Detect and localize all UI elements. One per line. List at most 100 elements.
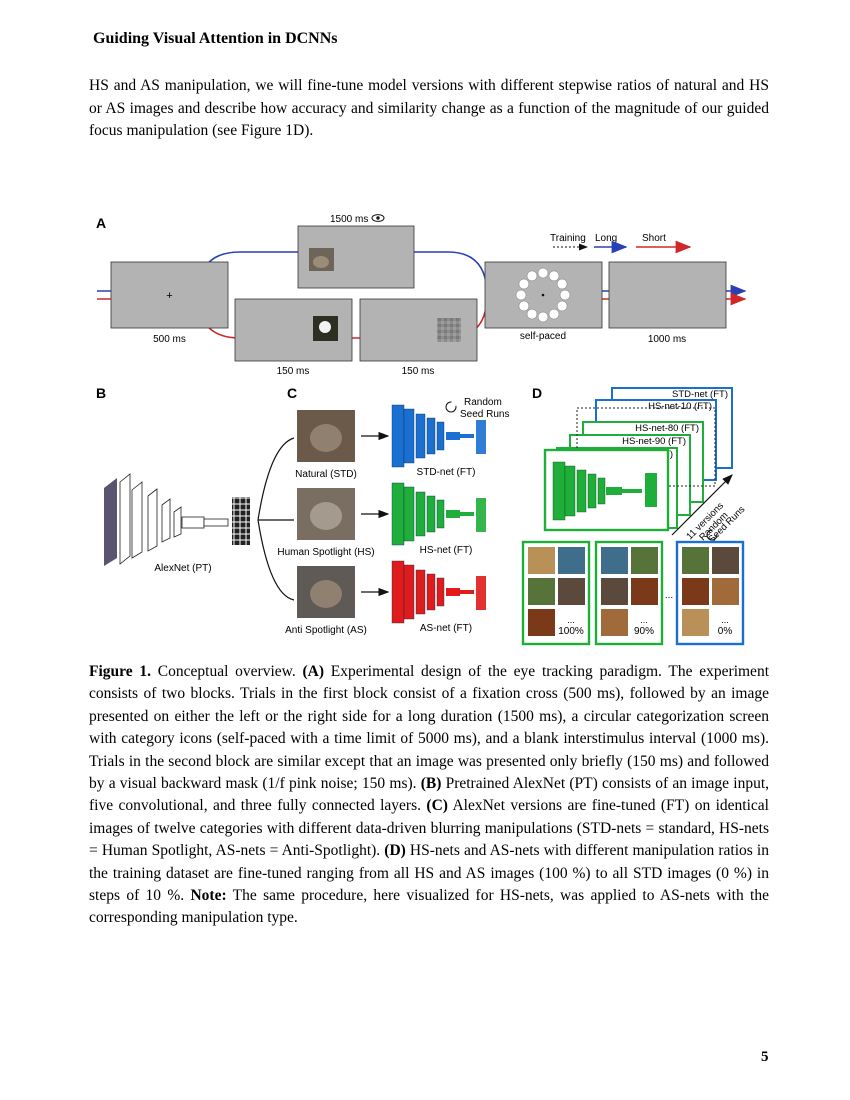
thumbnail-image bbox=[601, 578, 628, 605]
net-fc-layer bbox=[606, 487, 622, 495]
panel-d: D STD-net (FT)HS-net-10 (FT)HS-net-80 (F… bbox=[521, 385, 748, 646]
long-duration-label: 1500 ms bbox=[330, 214, 368, 225]
thumbnail-image bbox=[631, 547, 658, 574]
short-image-duration: 150 ms bbox=[277, 366, 310, 377]
caption-c-tag: (C) bbox=[426, 797, 448, 815]
branch-arrow-bottom bbox=[257, 519, 295, 601]
panel-b: B AlexNet (PT) bbox=[96, 385, 295, 601]
category-icon bbox=[518, 300, 530, 312]
category-icon bbox=[515, 289, 527, 301]
thumbnail-image bbox=[528, 547, 555, 574]
branch-arrow-top bbox=[257, 437, 295, 521]
net-output-grid bbox=[476, 498, 486, 532]
thumbnail-image bbox=[712, 578, 739, 605]
versions-arrow bbox=[671, 474, 733, 536]
group-percent-2: 0% bbox=[718, 626, 733, 637]
net-fc-layer bbox=[460, 590, 474, 594]
panel-d-label: D bbox=[532, 385, 542, 401]
image-label-0: Natural (STD) bbox=[295, 469, 357, 480]
cat-face-icon bbox=[310, 424, 342, 452]
group-ellipsis: ... bbox=[567, 615, 575, 625]
net-label-2: AS-net (FT) bbox=[420, 623, 472, 634]
net-layer bbox=[426, 417, 436, 455]
fixation-screen bbox=[110, 261, 229, 329]
category-icon-ring bbox=[515, 267, 571, 323]
net-layer bbox=[426, 495, 436, 533]
net-layer bbox=[391, 404, 405, 468]
net-label-1: HS-net (FT) bbox=[420, 545, 473, 556]
net-label-0: STD-net (FT) bbox=[417, 467, 476, 478]
net-layer bbox=[415, 413, 426, 459]
group-percent-0: 100% bbox=[558, 626, 584, 637]
group-ellipsis: ... bbox=[721, 615, 729, 625]
category-icon bbox=[556, 278, 568, 290]
thumbnail-image bbox=[712, 547, 739, 574]
alexnet-conv4 bbox=[161, 498, 171, 543]
mask-duration: 150 ms bbox=[402, 366, 435, 377]
stack-label-3: HS-net-90 (FT) bbox=[622, 436, 686, 447]
net-layer bbox=[403, 408, 415, 464]
category-icon bbox=[548, 308, 560, 320]
caption-a-tag: (A) bbox=[302, 663, 325, 680]
noise-mask bbox=[437, 318, 461, 342]
alexnet-fc-layer bbox=[203, 518, 229, 527]
category-icon bbox=[518, 278, 530, 290]
category-icon bbox=[548, 270, 560, 282]
category-icon bbox=[526, 308, 538, 320]
groups-ellipsis: ... bbox=[665, 590, 673, 601]
image-label-1: Human Spotlight (HS) bbox=[277, 547, 374, 558]
flower-icon bbox=[319, 321, 331, 333]
caption-c-text: AlexNet versions are fine-tuned (FT) on … bbox=[89, 797, 769, 860]
random-label: Random bbox=[464, 397, 502, 408]
net-layer bbox=[391, 482, 405, 546]
thumbnail-image bbox=[682, 609, 709, 636]
caption-d-tag: (D) bbox=[384, 842, 406, 860]
center-dot bbox=[541, 293, 545, 297]
net-layer bbox=[436, 577, 445, 607]
panel-c: C Random Seed Runs Natural (STD) STD-net … bbox=[277, 385, 509, 636]
blank-screen bbox=[608, 261, 727, 329]
seed-runs-label: Seed Runs bbox=[460, 409, 509, 420]
net-fc-layer bbox=[446, 588, 460, 596]
alexnet-conv5 bbox=[173, 506, 182, 538]
caption-lead: Figure 1. bbox=[89, 663, 152, 680]
category-icon bbox=[559, 289, 571, 301]
caption-s0: Conceptual overview. bbox=[151, 663, 303, 680]
panel-a: A Training Long Short + 500 ms 1500 ms 1… bbox=[96, 214, 747, 377]
net-layer bbox=[403, 486, 415, 542]
thumbnail-image bbox=[682, 547, 709, 574]
running-title: Guiding Visual Attention in DCNNs bbox=[93, 30, 338, 47]
alexnet-label: AlexNet (PT) bbox=[154, 563, 211, 574]
alexnet-conv2 bbox=[131, 481, 143, 559]
cat-face-icon bbox=[310, 502, 342, 530]
net-layer bbox=[552, 461, 566, 521]
net-layer bbox=[415, 569, 426, 615]
cat-face-icon bbox=[313, 256, 329, 268]
alexnet-fc-layer bbox=[181, 516, 205, 529]
net-output-grid bbox=[476, 420, 486, 454]
group-percent-1: 90% bbox=[634, 626, 654, 637]
net-layer bbox=[415, 491, 426, 537]
cat-face-icon bbox=[310, 580, 342, 608]
caption-d-text: HS-nets and AS-nets with different manip… bbox=[89, 842, 769, 905]
thumbnail-image bbox=[631, 578, 658, 605]
net-layer bbox=[436, 421, 445, 451]
legend-training-label: Training bbox=[550, 233, 586, 244]
net-fc-layer bbox=[460, 434, 474, 438]
thumbnail-image bbox=[558, 578, 585, 605]
caption-b-tag: (B) bbox=[420, 775, 442, 793]
net-fc-layer bbox=[460, 512, 474, 516]
caption-b-text: Pretrained AlexNet (PT) consists of an i… bbox=[89, 775, 769, 815]
alexnet-input-image bbox=[104, 478, 117, 566]
random-seed-icon bbox=[445, 401, 457, 413]
fixation-cross: + bbox=[166, 290, 172, 302]
caption-a-text: Experimental design of the eye tracking … bbox=[89, 663, 769, 793]
random-seed-icon bbox=[706, 529, 718, 541]
net-layer bbox=[391, 560, 405, 624]
panel-c-label: C bbox=[287, 385, 297, 401]
page-number: 5 bbox=[761, 1049, 769, 1065]
figure-caption: Figure 1. Conceptual overview. (A) Exper… bbox=[89, 661, 769, 930]
category-icon bbox=[556, 300, 568, 312]
net-layer bbox=[403, 564, 415, 620]
caption-note-text: The same procedure, here visualized for … bbox=[89, 887, 769, 927]
